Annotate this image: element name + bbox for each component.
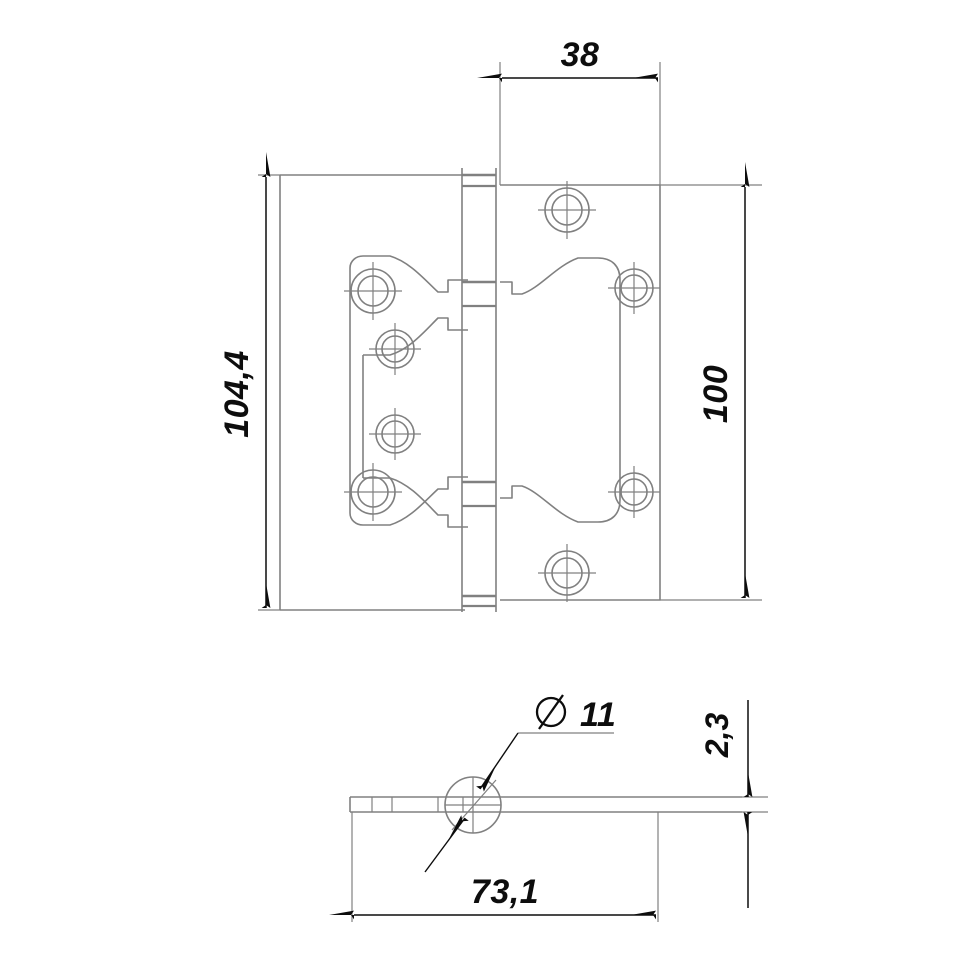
screw-hole: [344, 463, 402, 521]
dimension-width-38: 38: [477, 36, 661, 185]
screw-hole: [369, 323, 421, 375]
dimension-diameter-11: 11: [424, 694, 616, 873]
dimension-label-104-4: 104,4: [218, 350, 256, 438]
screw-hole: [344, 262, 402, 320]
hinge-knuckle: [461, 168, 497, 612]
dimension-label-38: 38: [561, 36, 600, 74]
dimension-thickness-2-3: 2,3: [699, 700, 768, 908]
section-view: [349, 776, 742, 834]
dimension-label-2-3: 2,3: [699, 713, 735, 759]
screw-hole: [538, 181, 596, 239]
right-leaf-profile: [500, 257, 621, 523]
screw-hole: [538, 544, 596, 602]
dimension-label-100: 100: [697, 365, 735, 423]
dimension-label-73-1: 73,1: [471, 873, 539, 911]
right-leaf-screw-holes: [538, 181, 660, 602]
dimension-height-100: 100: [660, 162, 762, 601]
screw-hole: [369, 408, 421, 460]
dimension-height-104-4: 104,4: [218, 152, 280, 611]
dimension-length-73-1: 73,1: [329, 812, 659, 922]
diameter-symbol-icon: [535, 694, 567, 730]
screw-hole: [608, 466, 660, 518]
right-leaf-plate: [500, 184, 661, 601]
screw-hole: [608, 262, 660, 314]
detail-circle-d11: [444, 776, 502, 834]
dimension-label-11: 11: [580, 696, 616, 734]
left-leaf-screw-holes: [344, 262, 421, 521]
left-leaf-profile: [349, 255, 468, 528]
front-view: [279, 168, 661, 612]
section-plate-ticks: [371, 797, 464, 812]
leader-line-upper: [476, 732, 519, 792]
leader-line-lower: [424, 815, 469, 873]
left-leaf-plate: [279, 174, 465, 611]
section-plate: [349, 796, 742, 813]
